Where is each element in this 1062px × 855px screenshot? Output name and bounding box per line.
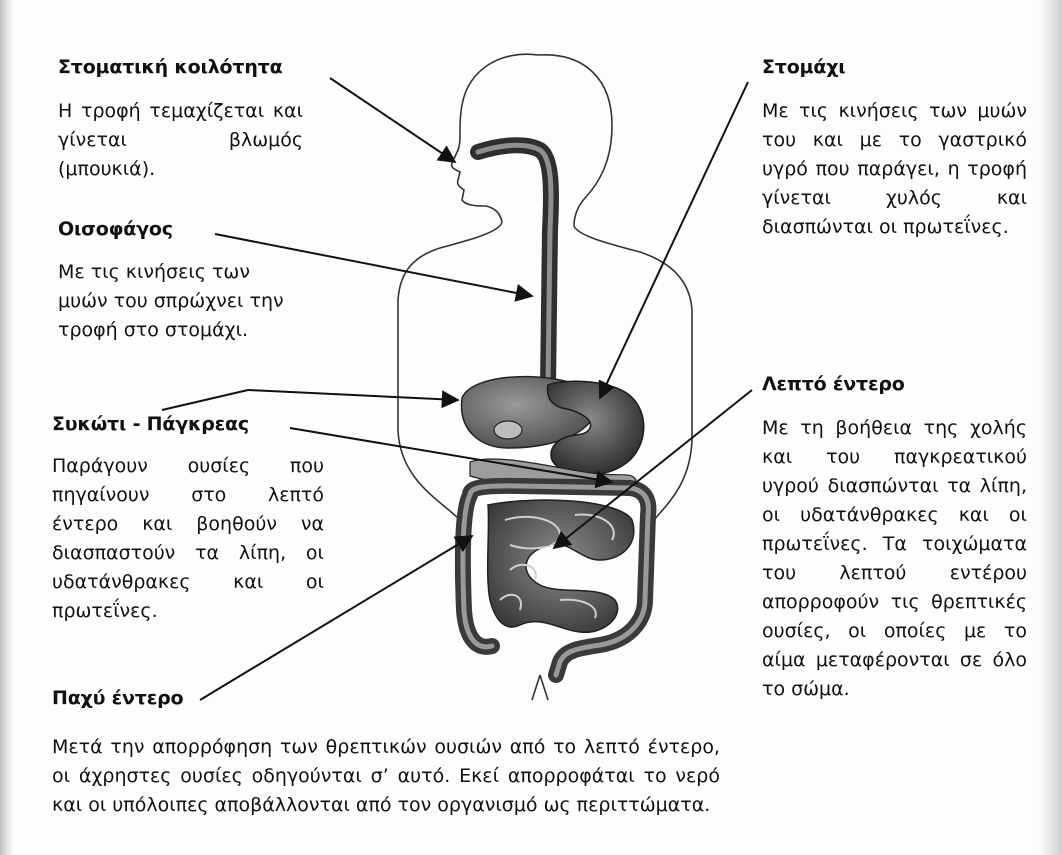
stomach-heading: Στομάχι	[762, 56, 845, 78]
pointer-stomach	[600, 82, 748, 398]
small-intestine-text: Με τη βοήθεια της χολής και του παγκρεατ…	[762, 414, 1027, 704]
esophagus-heading: Οισοφάγος	[58, 218, 173, 240]
pointer-liver	[162, 390, 248, 410]
liver-pancreas-text: Παράγουν ουσίες που πηγαίνουν στο λεπτό …	[52, 452, 324, 626]
liver-pancreas-heading: Συκώτι - Πάγκρεας	[52, 413, 249, 435]
mouth-text: Η τροφή τεμαχίζεται και γίνεται βλωμός (…	[58, 97, 303, 184]
large-intestine-heading: Παχύ έντερο	[52, 687, 183, 709]
gallbladder-organ	[494, 421, 522, 439]
esophagus-organ	[478, 145, 551, 385]
pointer-mouth	[330, 78, 455, 162]
large-intestine-text: Μετά την απορρόφηση των θρεπτικών ουσιών…	[52, 733, 720, 820]
small-intestine-heading: Λεπτό έντερο	[762, 373, 905, 395]
esophagus-text: Με τις κινήσεις των μυών του σπρώχνει τη…	[58, 258, 288, 345]
small-intestine-organ	[488, 500, 634, 632]
mouth-heading: Στοματική κοιλότητα	[58, 56, 282, 78]
stomach-text: Με τις κινήσεις των μυών του και με το γ…	[762, 97, 1027, 242]
pointer-liver-2	[248, 390, 458, 400]
